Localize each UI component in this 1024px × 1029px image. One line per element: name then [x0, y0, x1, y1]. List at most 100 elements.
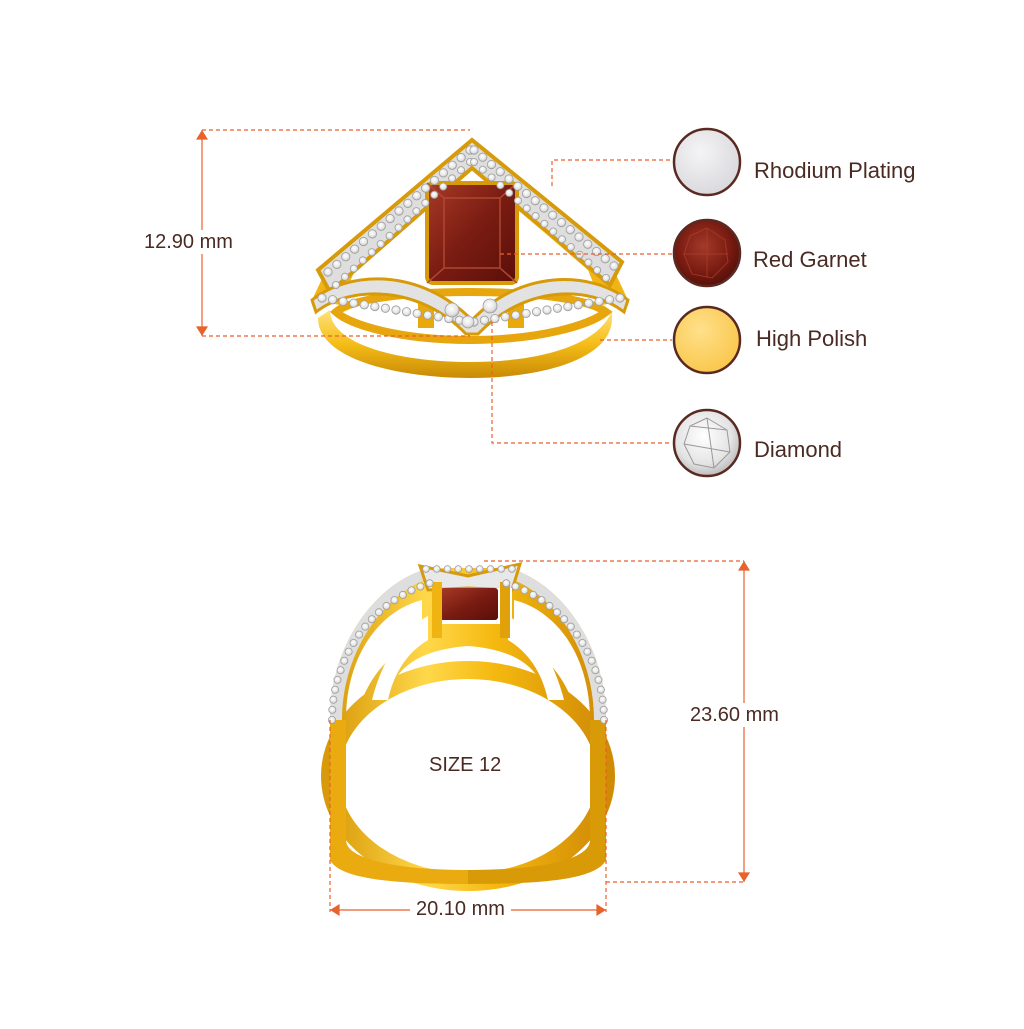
pave-diamond [521, 308, 531, 319]
pave-diamond [317, 293, 327, 303]
pave-diamond [487, 173, 496, 182]
pave-diamond [530, 196, 540, 206]
pave-diamond [433, 312, 443, 322]
pave-diamond [332, 259, 342, 269]
swatch-diamond-facets [683, 417, 731, 469]
pave-diamond [429, 175, 440, 186]
pave-diamonds-side [327, 565, 609, 725]
pave-diamond [412, 207, 421, 216]
pave-diamond [398, 590, 407, 599]
pave-diamond [349, 298, 359, 308]
pave-diamond [344, 647, 353, 656]
dimension-arrowhead [196, 130, 208, 140]
pave-diamond [511, 310, 521, 320]
pave-diamond [615, 293, 625, 303]
pave-diamond [341, 252, 351, 262]
ring-front-view [310, 137, 630, 378]
pave-diamond [609, 261, 619, 271]
pave-diamond [548, 210, 558, 220]
pave-diamond [549, 227, 558, 236]
pave-diamond [513, 181, 523, 191]
pave-diamond [422, 565, 430, 573]
pave-diamond [563, 301, 573, 312]
pave-diamond [349, 264, 358, 273]
pave-diamond [505, 188, 514, 197]
pave-diamond [469, 157, 478, 166]
pave-diamond [329, 695, 338, 704]
dimension-arrowhead [330, 904, 340, 916]
pave-diamond [355, 630, 364, 639]
pave-diamond [403, 215, 412, 224]
pave-diamond [583, 239, 593, 249]
pave-diamond [340, 272, 349, 281]
pave-diamond [522, 204, 531, 213]
pave-diamond [594, 296, 604, 307]
pave-diamond [599, 705, 608, 714]
pave-diamond [412, 191, 422, 201]
pave-diamond [578, 638, 587, 647]
pave-diamond [465, 565, 473, 573]
pave-diamond [552, 303, 563, 313]
pave-diamond [376, 239, 385, 248]
pave-diamond [511, 582, 520, 591]
pave-diamond [495, 167, 505, 177]
pave-diamond [448, 174, 457, 183]
pave-diamond [587, 656, 596, 665]
legend-label-red-garnet: Red Garnet [753, 247, 867, 272]
pave-diamond [490, 313, 500, 324]
dimension-arrowhead [738, 561, 750, 571]
pave-diamond [572, 630, 581, 639]
pave-diamond [331, 685, 340, 694]
swatch-red-garnet-facets [683, 227, 729, 279]
pave-diamond [439, 182, 448, 191]
pave-diamond [496, 181, 505, 190]
leader-rhodium [551, 159, 672, 186]
pave-diamond [583, 647, 592, 656]
swatch-rhodium-plating [672, 127, 742, 197]
pave-diamond [421, 183, 431, 193]
pave-diamond [390, 596, 399, 605]
pave-diamond [566, 622, 575, 631]
swatch-high-polish [672, 305, 742, 375]
pave-diamond [444, 302, 460, 318]
pave-diamond [327, 295, 338, 305]
pave-diamond [558, 235, 567, 244]
pave-diamond [573, 300, 583, 310]
pave-diamond [401, 307, 412, 317]
pave-diamond [457, 166, 466, 175]
pave-diamond [504, 174, 514, 184]
pave-diamond [456, 153, 466, 163]
pave-diamond [598, 695, 607, 704]
dimension-arrowhead [196, 326, 208, 336]
pave-diamond [594, 675, 603, 684]
pave-diamond [482, 298, 498, 314]
pave-diamond [331, 280, 340, 289]
pave-diamond [336, 666, 345, 675]
pave-diamond [497, 565, 506, 573]
pave-diamond [416, 582, 425, 591]
pave-diamond [553, 608, 562, 617]
pave-diamond [340, 656, 349, 665]
legend-swatches [672, 127, 742, 478]
pave-diamond [423, 310, 433, 320]
pave-diamond [475, 565, 484, 573]
pave-diamond [514, 196, 523, 205]
pave-diamond [359, 300, 369, 310]
pave-diamond [376, 221, 386, 231]
pave-diamond [542, 305, 552, 315]
pave-diamond [508, 565, 516, 573]
pave-diamond [367, 229, 377, 239]
pave-diamond [438, 168, 448, 178]
pave-diamond [394, 223, 403, 232]
pave-diamond [385, 231, 394, 240]
pave-diamond [478, 152, 488, 162]
dimension-arrowhead [596, 904, 606, 916]
pave-diamond [537, 596, 546, 605]
pave-diamond [502, 579, 511, 588]
pave-diamond [566, 243, 575, 252]
pave-diamond [447, 160, 457, 170]
pave-diamond [407, 586, 416, 595]
pave-diamond [421, 198, 430, 207]
pave-diamond [591, 666, 600, 675]
pave-diamond [333, 675, 342, 684]
